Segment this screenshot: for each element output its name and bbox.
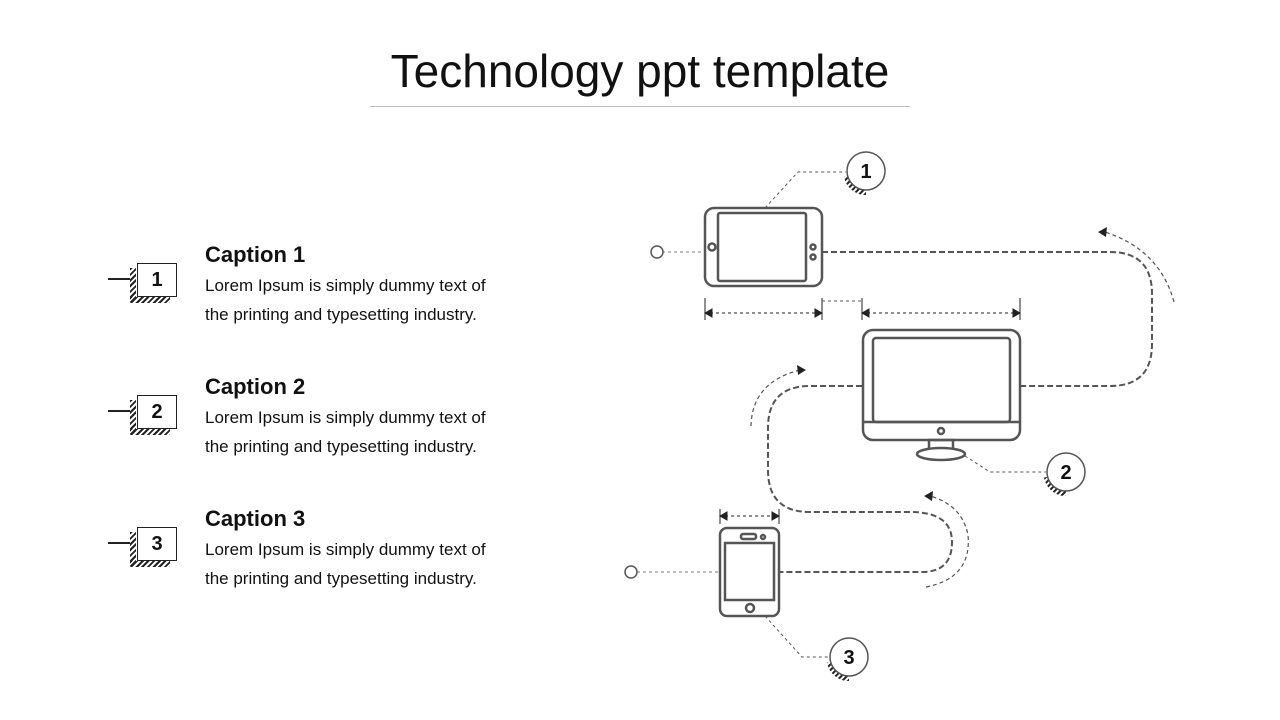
caption-title: Caption 1 xyxy=(205,242,306,267)
callout-leader xyxy=(964,455,1046,473)
arrow-head xyxy=(797,365,806,375)
caption-body-line: Lorem Ipsum is simply dummy text of xyxy=(205,276,486,295)
caption-body-line: Lorem Ipsum is simply dummy text of xyxy=(205,540,486,559)
caption-number-3: 3 xyxy=(108,527,177,567)
caption-1: Caption 1 Lorem Ipsum is simply dummy te… xyxy=(205,241,545,329)
device-badge-1: 1 xyxy=(844,151,886,196)
caption-2: Caption 2 Lorem Ipsum is simply dummy te… xyxy=(205,373,545,461)
callout-leader xyxy=(764,171,846,209)
caption-number-2: 2 xyxy=(108,395,177,435)
hatch-shadow xyxy=(130,561,170,567)
smartphone-icon xyxy=(718,526,781,618)
caption-body: Lorem Ipsum is simply dummy text of the … xyxy=(205,535,545,593)
caption-title: Caption 3 xyxy=(205,506,306,531)
caption-number-label: 3 xyxy=(151,533,163,555)
tablet-icon xyxy=(703,206,824,288)
caption-body-line: Lorem Ipsum is simply dummy text of xyxy=(205,408,486,427)
caption-body-line: the printing and typesetting industry. xyxy=(205,305,477,324)
caption-title: Caption 2 xyxy=(205,374,306,399)
dimension-marker xyxy=(718,509,781,524)
connector-stub xyxy=(108,278,130,280)
caption-body: Lorem Ipsum is simply dummy text of the … xyxy=(205,271,545,329)
device-badge-label: 1 xyxy=(860,161,871,183)
page-title: Technology ppt template xyxy=(390,45,890,97)
hatch-shadow xyxy=(130,429,170,435)
endpoint-dot xyxy=(624,565,638,579)
connection-path xyxy=(822,251,1153,387)
caption-3: Caption 3 Lorem Ipsum is simply dummy te… xyxy=(205,505,545,593)
caption-number-label: 1 xyxy=(151,269,163,291)
connection-path xyxy=(767,385,954,573)
hatch-shadow xyxy=(130,400,136,434)
caption-number-label: 2 xyxy=(151,401,163,423)
arrow-head xyxy=(924,491,933,501)
hatch-shadow xyxy=(130,532,136,566)
callout-leader xyxy=(764,615,829,658)
caption-number-1: 1 xyxy=(108,263,177,303)
device-badge-label: 2 xyxy=(1060,462,1071,484)
caption-body: Lorem Ipsum is simply dummy text of the … xyxy=(205,403,545,461)
monitor-icon xyxy=(861,328,1022,462)
hatch-shadow xyxy=(130,297,170,303)
hatch-shadow xyxy=(130,268,136,302)
device-badge-3: 3 xyxy=(827,637,869,682)
curved-arrow xyxy=(1104,231,1175,303)
curved-arrow xyxy=(925,495,969,588)
caption-body-line: the printing and typesetting industry. xyxy=(205,569,477,588)
arrow-head xyxy=(1098,227,1107,237)
device-badge-label: 3 xyxy=(843,647,854,669)
device-badge-2: 2 xyxy=(1044,452,1086,497)
endpoint-dot xyxy=(650,245,664,259)
curved-arrow xyxy=(750,369,801,427)
connector-stub xyxy=(108,542,130,544)
connector-stub xyxy=(108,410,130,412)
title-underline xyxy=(370,106,910,107)
dimension-marker xyxy=(860,298,1022,320)
caption-body-line: the printing and typesetting industry. xyxy=(205,437,477,456)
dimension-marker xyxy=(703,298,824,320)
